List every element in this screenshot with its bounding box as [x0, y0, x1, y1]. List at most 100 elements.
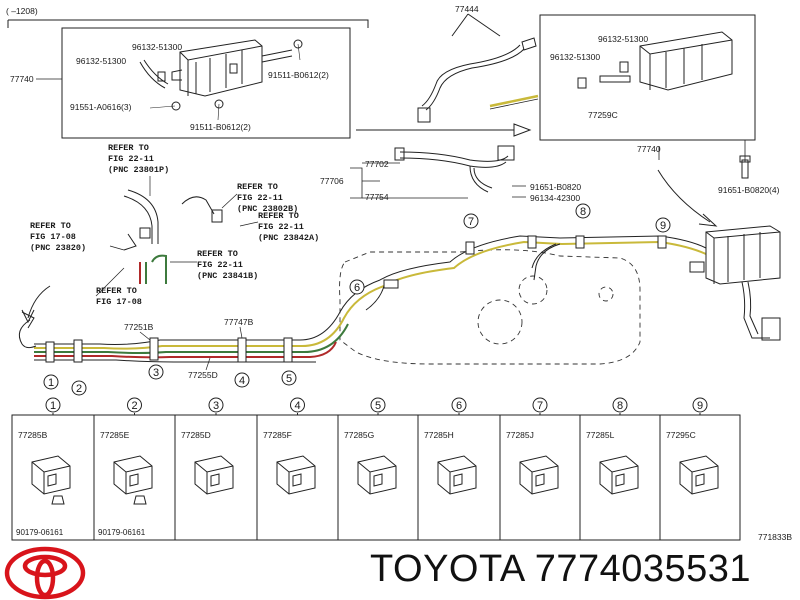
clamp-number: 7 [537, 400, 543, 412]
clamp-number-circle [451, 397, 467, 413]
clamp-number-circle [612, 397, 628, 413]
part-label-77740-left: 77740 [10, 74, 34, 84]
filler-pipes [123, 189, 223, 251]
clamp-number: 2 [131, 400, 137, 412]
arrow-icon [356, 123, 532, 137]
callout-9: 9 [655, 217, 671, 233]
svg-text:3: 3 [153, 367, 159, 379]
vapor-hose-77444 [417, 13, 537, 123]
svg-text:REFER TO: REFER TO [96, 286, 137, 296]
reference-note: REFER TO FIG 22-11 (PNC 23842A) [258, 211, 319, 243]
part-label: 77747B [224, 317, 254, 327]
part-number: 7774035531 [534, 548, 752, 590]
svg-text:FIG 22-11: FIG 22-11 [237, 193, 283, 203]
svg-text:(PNC 23842A): (PNC 23842A) [258, 233, 319, 243]
clamp-number: 8 [617, 400, 623, 412]
part-label: 77706 [320, 176, 344, 186]
reference-note: REFER TO FIG 17-08 [96, 286, 142, 307]
svg-text:(PNC 23801P): (PNC 23801P) [108, 165, 169, 175]
svg-text:FIG 17-08: FIG 17-08 [30, 232, 76, 242]
reference-leaders [95, 176, 259, 297]
part-label: 77754 [365, 192, 389, 202]
callout-6: 6 [349, 279, 365, 295]
clamp-sketch [357, 455, 397, 495]
filler-colored-tubes [139, 254, 167, 284]
svg-text:FIG 22-11: FIG 22-11 [197, 260, 243, 270]
svg-text:9: 9 [660, 220, 666, 232]
reference-note: REFER TO FIG 22-11 (PNC 23801P) [108, 143, 169, 175]
reference-note: REFER TO FIG 22-11 (PNC 23802B) [237, 182, 298, 214]
callout-circles: 1 2 3 4 5 6 7 8 9 [43, 203, 671, 396]
brand-part-number: TOYOTA 7774035531 [370, 548, 751, 591]
clamp-sketch [276, 455, 316, 495]
svg-text:FIG 17-08: FIG 17-08 [96, 297, 142, 307]
svg-text:5: 5 [286, 373, 292, 385]
clamp-number: 6 [456, 400, 462, 412]
figure-code: 771833B [758, 532, 792, 542]
clamp-number: 1 [50, 400, 56, 412]
clamp-sketch [194, 455, 234, 495]
svg-text:2: 2 [76, 383, 82, 395]
clamp-number-circle [532, 397, 548, 413]
clamp-number-circle [290, 397, 305, 413]
part-label: 77259C [588, 110, 618, 120]
svg-text:(PNC 23841B): (PNC 23841B) [197, 271, 258, 281]
clamp-sketch [599, 455, 639, 495]
clamp-number-circle [45, 397, 61, 413]
svg-text:7: 7 [468, 216, 474, 228]
clamp-part-label: 77285B [18, 430, 48, 440]
part-label: 91651-B0820(4) [718, 185, 780, 195]
canister-installed [689, 225, 781, 341]
clamp-part-label: 77285G [344, 430, 374, 440]
part-label: 91551-A0616(3) [70, 102, 132, 112]
detail-bracket-left [7, 19, 369, 28]
part-label: 77702 [365, 159, 389, 169]
svg-text:FIG 22-11: FIG 22-11 [258, 222, 304, 232]
vapor-hose-mid [394, 145, 515, 193]
clamp-number-circle [692, 397, 708, 413]
clamp-sketch [437, 455, 477, 495]
reference-note: REFER TO FIG 22-11 (PNC 23841B) [197, 249, 258, 281]
part-label: 96132-51300 [76, 56, 126, 66]
part-label: 77251B [124, 322, 154, 332]
clamp-part-label: 77295C [666, 430, 696, 440]
callout-7: 7 [463, 213, 479, 229]
clamp-number: 4 [294, 400, 300, 412]
clamp-sketch [679, 455, 719, 495]
svg-text:4: 4 [239, 375, 245, 387]
callout-1: 1 [43, 374, 59, 390]
range-code: ( –1208) [6, 6, 38, 16]
clamp-number: 9 [697, 400, 703, 412]
clamp-number-circle [208, 397, 224, 413]
tube-yellow-detail [489, 94, 539, 108]
svg-text:6: 6 [354, 282, 360, 294]
callout-2: 2 [71, 380, 87, 396]
callout-3: 3 [148, 364, 164, 380]
callout-8: 8 [575, 203, 591, 219]
reference-note: REFER TO FIG 17-08 (PNC 23820) [30, 221, 86, 253]
part-label: 91511-B0612(2) [190, 122, 251, 132]
clamp-sub-part: 90179-06161 [98, 528, 146, 537]
hose-left [139, 39, 303, 111]
charcoal-canister-left [171, 39, 293, 97]
part-label: 91511-B0612(2) [268, 70, 329, 80]
clamp-cell-9: 9 77295C [666, 397, 719, 495]
svg-text:(PNC 23820): (PNC 23820) [30, 243, 86, 253]
part-label-77444: 77444 [455, 4, 479, 14]
brand-name: TOYOTA [370, 548, 524, 590]
clamp-number-circle [370, 397, 386, 413]
canister-detail-box-left [61, 27, 351, 139]
svg-text:REFER TO: REFER TO [108, 143, 149, 153]
part-label: 91651-B0820 [530, 182, 581, 192]
canister-detail-box-right [539, 14, 756, 141]
svg-text:8: 8 [580, 206, 586, 218]
clamp-number: 3 [213, 400, 219, 412]
svg-text:FIG 22-11: FIG 22-11 [108, 154, 154, 164]
part-label: 96134-42300 [530, 193, 580, 203]
part-label: 96132-51300 [598, 34, 648, 44]
